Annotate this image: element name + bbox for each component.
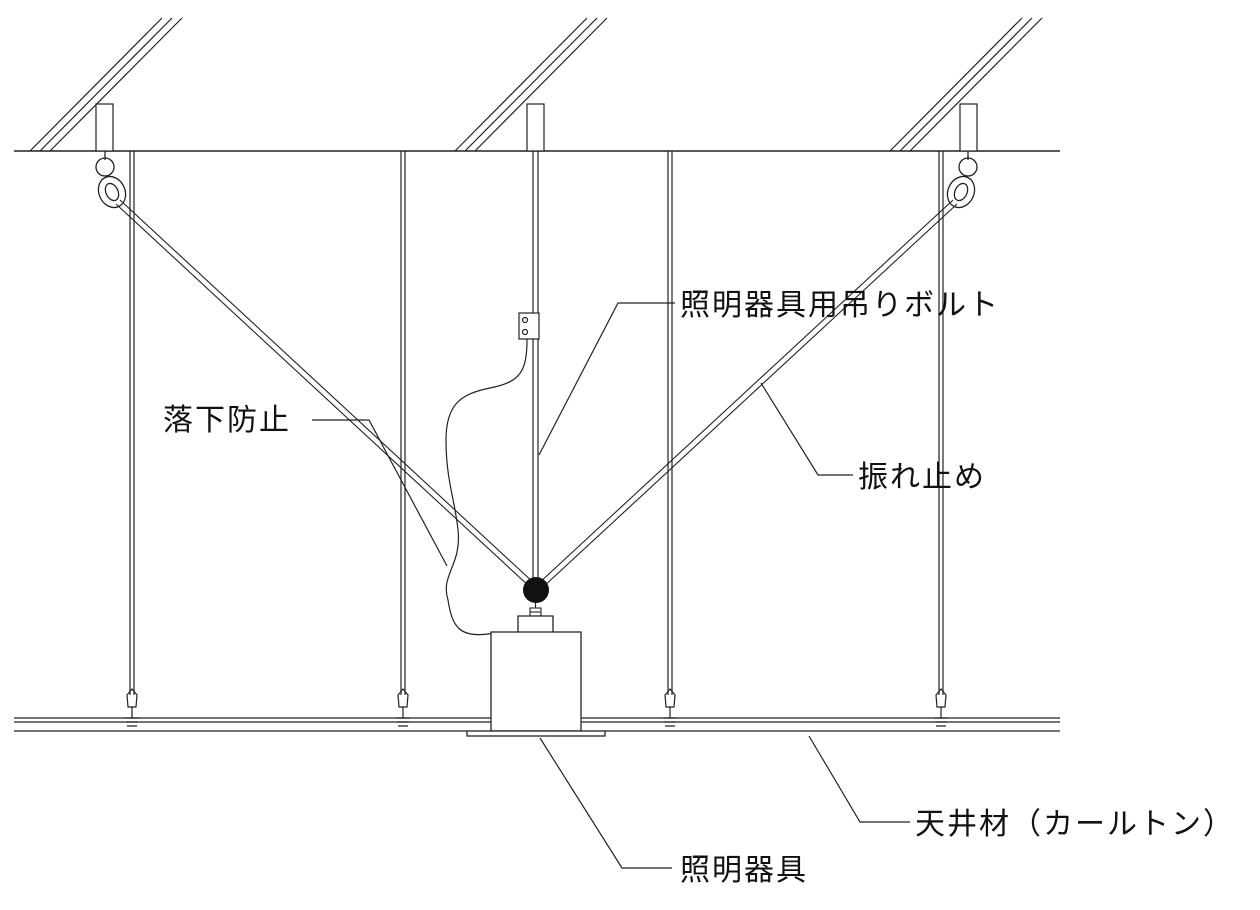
lighting-fixture: [466, 615, 606, 737]
eye-bolt-right: [946, 151, 978, 209]
label-ceiling-material: 天井材（カールトン）: [915, 807, 1235, 842]
beam-hatch-center: [454, 17, 608, 152]
label-sway-brace: 振れ止め: [858, 460, 986, 495]
leader-lines: [312, 302, 910, 869]
fixture-hanger-bolt: [518, 151, 540, 578]
insert-center: [526, 103, 545, 152]
leader-fall-prevention: [312, 419, 448, 567]
ceiling-board: [14, 717, 1060, 732]
ceiling-hanger-rods: [129, 151, 944, 695]
label-lighting-fixture: 照明器具: [680, 853, 808, 888]
leader-ceiling-material: [808, 735, 910, 823]
bolt-clamp: [518, 312, 540, 340]
label-hanger-bolt: 照明器具用吊りボルト: [680, 288, 1000, 323]
slab: [14, 17, 1060, 152]
label-fall-prevention: 落下防止: [163, 403, 291, 438]
fixture-body: [490, 615, 582, 732]
eye-bolt-left: [95, 151, 127, 209]
leader-lighting-fixture: [539, 737, 672, 869]
sway-brace-wires: [115, 199, 958, 589]
leader-hanger-bolt: [538, 302, 675, 456]
insert-right: [959, 103, 978, 152]
junction-ball: [523, 577, 549, 603]
fixture-flange: [466, 730, 606, 737]
beam-hatch-left: [29, 17, 183, 152]
beam-hatch-right: [889, 17, 1043, 152]
leader-sway-brace: [760, 382, 853, 476]
fall-prevention-wire: [445, 338, 528, 636]
insert-left: [95, 103, 114, 152]
